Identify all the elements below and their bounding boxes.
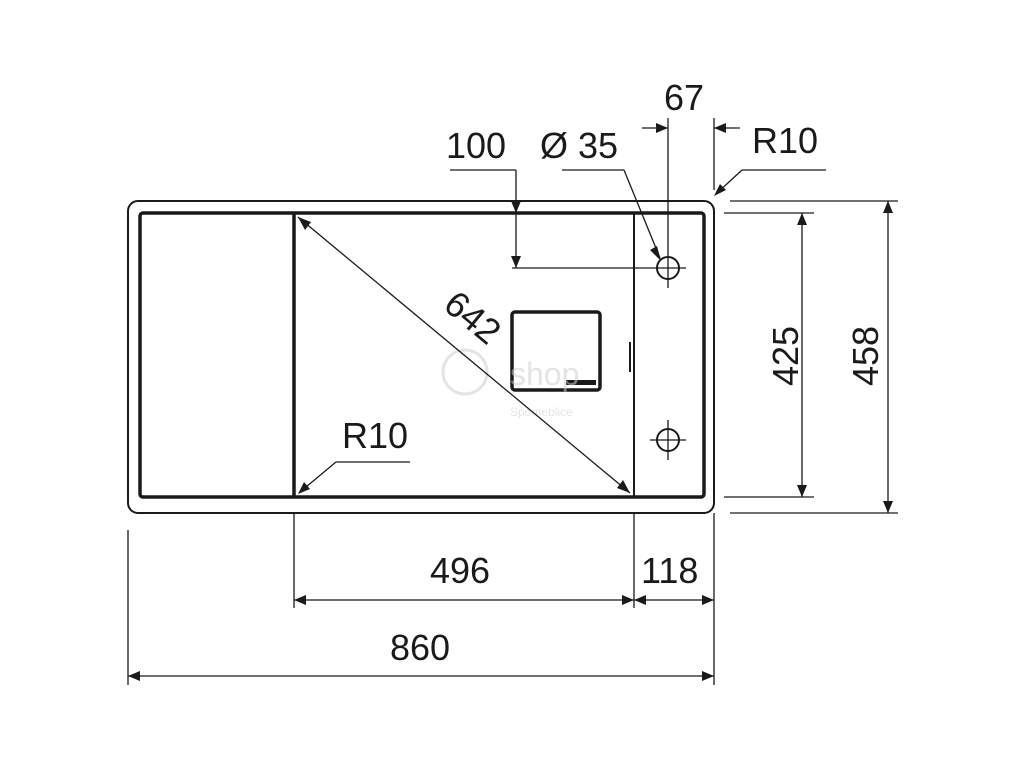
svg-text:Spomeblice: Spomeblice: [510, 405, 573, 419]
tap-hole-bottom: [650, 420, 686, 460]
watermark: shop Spomeblice: [441, 348, 579, 419]
dimension-hole-diameter: Ø 35: [540, 125, 661, 261]
sink-inner-frame: [138, 211, 706, 499]
label-425: 425: [765, 326, 806, 386]
waste-outlet-label-plate: [566, 380, 596, 385]
dimension-860: 860: [127, 530, 714, 685]
sink-outer-outline: [127, 200, 715, 514]
dimension-r10-bowl: R10: [298, 415, 410, 494]
svg-text:shop: shop: [510, 356, 579, 392]
dimension-r10-corner: R10: [714, 120, 826, 196]
dimension-458: 458: [730, 200, 898, 514]
dimension-100: 100: [446, 125, 650, 269]
label-458: 458: [845, 326, 886, 386]
label-118: 118: [641, 550, 698, 591]
dimension-425: 425: [724, 212, 814, 498]
label-r10-corner: R10: [752, 120, 818, 161]
dimension-67: 67: [642, 77, 740, 248]
dimension-118: 118: [634, 513, 715, 685]
label-diameter: Ø 35: [540, 125, 618, 166]
label-100: 100: [446, 125, 506, 166]
label-67: 67: [664, 77, 704, 118]
label-860: 860: [390, 627, 450, 668]
waste-outlet: [510, 310, 602, 392]
label-496: 496: [430, 550, 490, 591]
dimension-496: 496: [293, 513, 635, 608]
tap-hole-top: [650, 248, 686, 288]
label-r10-bowl: R10: [342, 415, 408, 456]
